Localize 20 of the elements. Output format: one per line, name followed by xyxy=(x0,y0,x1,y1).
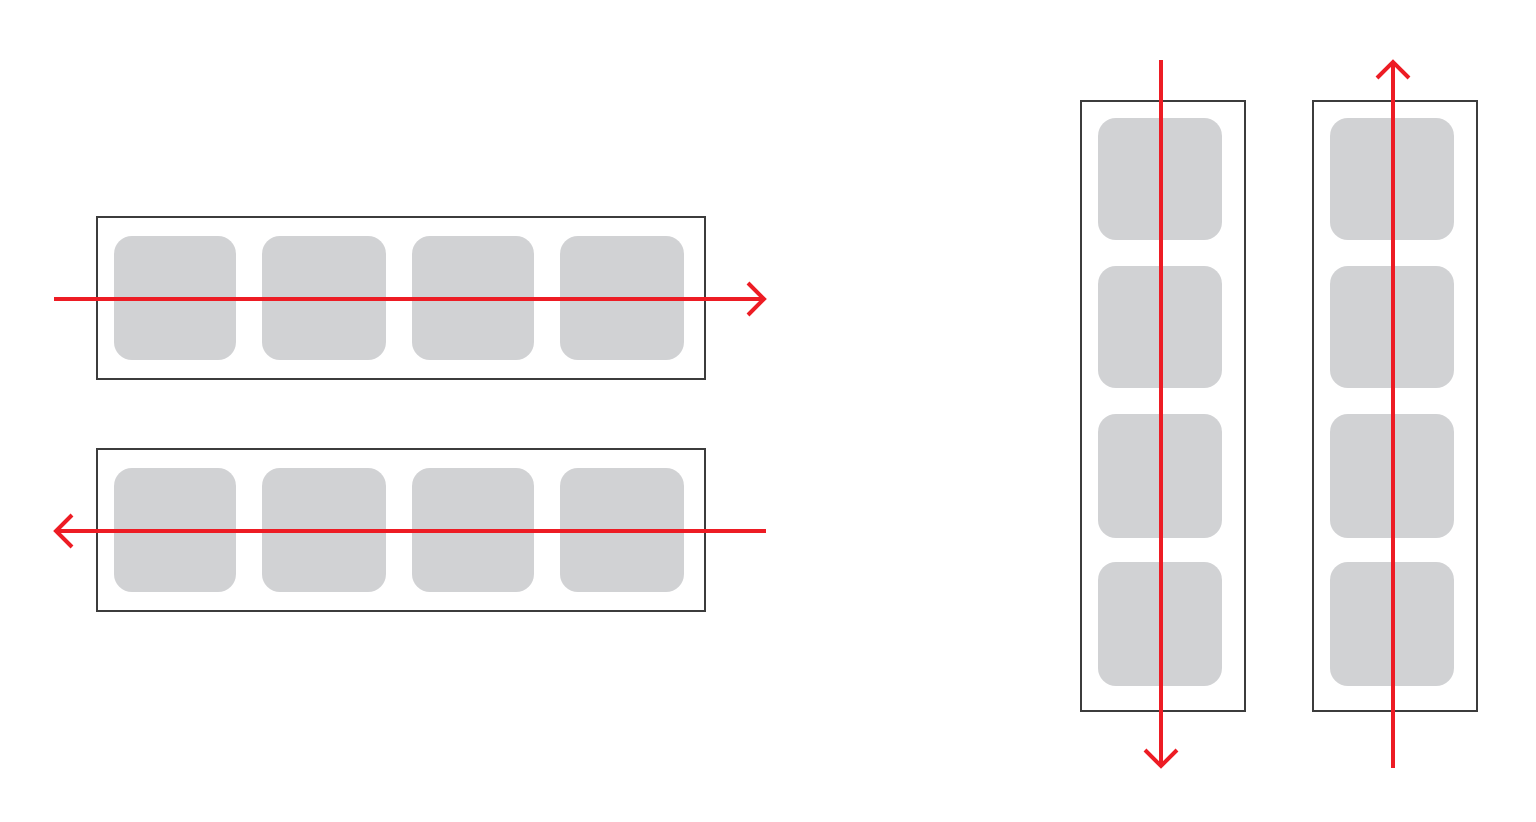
flex-item xyxy=(1098,562,1222,686)
flex-item xyxy=(560,236,684,360)
flex-item xyxy=(411,468,535,592)
flex-container xyxy=(1311,100,1477,712)
flex-item xyxy=(1330,117,1454,241)
flex-container xyxy=(1079,100,1245,712)
flex-item xyxy=(1098,117,1222,241)
flex-item xyxy=(1330,562,1454,686)
flex-item xyxy=(1098,265,1222,389)
flex-item xyxy=(1330,265,1454,389)
flex-item xyxy=(1330,414,1454,538)
flex-container xyxy=(96,448,706,612)
flex-item xyxy=(560,468,684,592)
flex-container xyxy=(96,216,706,380)
flex-item xyxy=(113,236,237,360)
flex-item xyxy=(1098,414,1222,538)
flex-item xyxy=(262,468,386,592)
flex-item xyxy=(113,468,237,592)
flex-item xyxy=(262,236,386,360)
flex-item xyxy=(411,236,535,360)
